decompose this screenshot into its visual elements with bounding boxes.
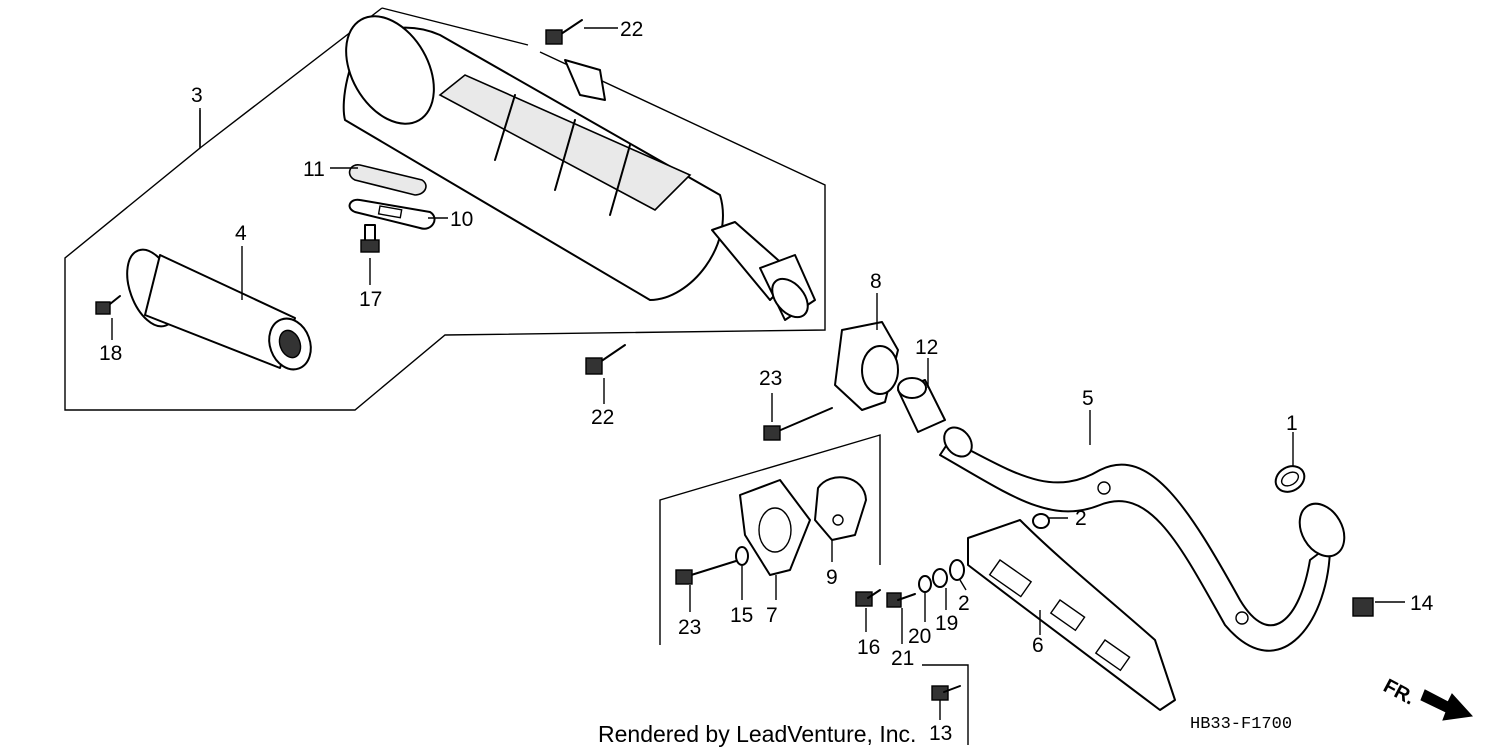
footer-credit: Rendered by LeadVenture, Inc. [598,721,916,747]
bolt-23-upper [763,407,833,441]
clamp-8 [834,321,899,411]
muffler [342,15,816,321]
callout-10: 10 [450,208,473,231]
callout-11: 11 [303,158,325,181]
gasket-11 [348,164,427,196]
bolt-23-lower [675,560,737,585]
bolt-22-top [545,19,583,45]
washer-2-lower [949,559,965,581]
front-direction-indicator: FR. [1380,675,1474,721]
callout-9: 9 [826,566,838,589]
exhaust-pipe [939,426,1346,652]
callout-21: 21 [891,647,914,670]
callout-18: 18 [99,342,122,365]
clamp-set-bracket [659,434,881,645]
front-arrow-icon [1420,689,1474,721]
bolt-18 [95,295,121,315]
callout-2: 2 [1075,507,1087,530]
callout-1: 1 [1286,412,1298,435]
gasket-1 [1274,465,1306,493]
plate-10 [348,198,436,230]
tail-pipe [126,248,312,371]
bolt-13 [931,685,961,701]
bolt-16 [855,589,881,607]
callout-2: 2 [958,592,970,615]
nut-14 [1352,597,1374,617]
clamp-7 [739,479,811,576]
collar-12 [897,377,946,433]
diagram-code: HB33-F1700 [1190,715,1292,734]
callout-3: 3 [191,84,203,107]
washer-15 [735,546,749,566]
callout-8: 8 [870,270,882,293]
callout-23: 23 [759,367,782,390]
callout-22: 22 [620,18,643,41]
washer-2-upper [1032,513,1050,529]
callout-6: 6 [1032,634,1044,657]
clamp-9 [814,476,867,541]
bolt-17 [360,224,380,253]
callout-14: 14 [1410,592,1434,615]
bolt-13-bracket [922,664,969,745]
callout-19: 19 [935,612,958,635]
callout-15: 15 [730,604,753,627]
callout-13: 13 [929,722,952,745]
bolt-22-mid [585,344,626,375]
callout-17: 17 [359,288,382,311]
callout-7: 7 [766,604,778,627]
callout-16: 16 [857,636,880,659]
callout-4: 4 [235,222,247,245]
callout-5: 5 [1082,387,1094,410]
washer-20 [918,575,932,593]
bolt-21 [886,592,916,608]
washer-19 [932,568,948,588]
direction-label: FR. [1380,675,1419,710]
callout-22: 22 [591,406,614,429]
callout-labels: 1 2 2 3 4 5 6 7 8 9 10 11 12 13 14 15 16… [99,18,1434,745]
callout-20: 20 [908,625,931,648]
leader-lines [111,27,1405,720]
callout-12: 12 [915,336,938,359]
heat-protector [967,519,1176,711]
callout-23: 23 [678,616,701,639]
